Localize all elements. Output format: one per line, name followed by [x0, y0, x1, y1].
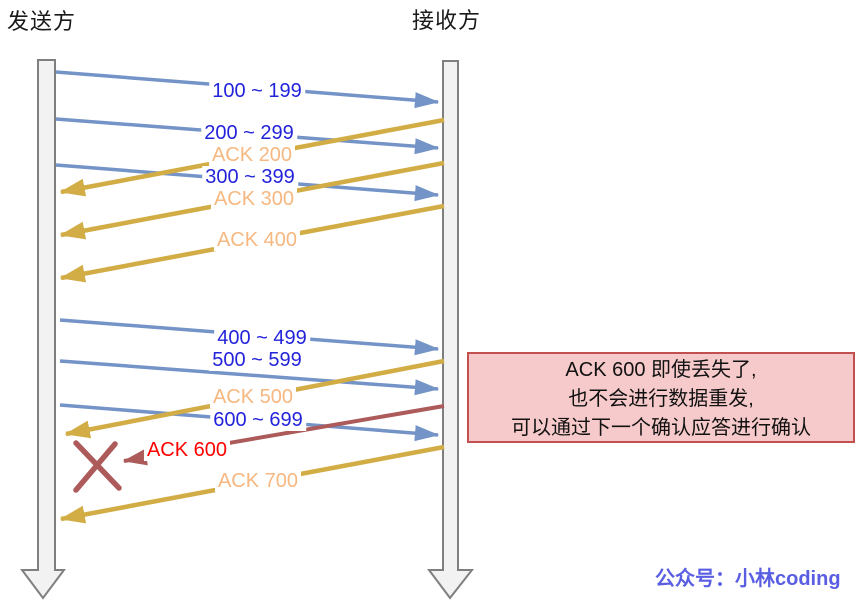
segment-arrow-500-599: [59, 359, 440, 396]
receiver-title: 接收方: [412, 8, 482, 33]
annotation-line-1: ACK 600 即使丢失了,: [565, 359, 757, 381]
ack-label-500: ACK 500: [209, 386, 297, 408]
ack-label-600-lost: ACK 600: [143, 439, 231, 461]
segment-label-100-199: 100 ~ 199: [209, 80, 305, 102]
ack-label-200: ACK 200: [208, 144, 296, 166]
watermark: 公众号：小林coding: [655, 568, 841, 590]
segment-label-200-299: 200 ~ 299: [201, 122, 297, 144]
segment-label-300-399: 300 ~ 399: [202, 166, 298, 188]
ack-label-300: ACK 300: [210, 188, 298, 210]
annotation-note: ACK 600 即使丢失了, 也不会进行数据重发, 可以通过下一个确认应答进行确…: [467, 352, 855, 443]
segment-label-600-699: 600 ~ 699: [210, 409, 306, 431]
segment-label-400-499: 400 ~ 499: [214, 327, 310, 349]
annotation-line-2: 也不会进行数据重发,: [568, 388, 754, 410]
ack-label-700: ACK 700: [214, 470, 302, 492]
segment-label-500-599: 500 ~ 599: [209, 349, 305, 371]
receiver-lifeline-arrow: [427, 60, 475, 600]
sender-title: 发送方: [7, 9, 77, 34]
ack-label-400: ACK 400: [213, 229, 301, 251]
annotation-line-3: 可以通过下一个确认应答进行确认: [511, 417, 811, 439]
sender-lifeline-arrow: [20, 59, 66, 600]
lost-x-mark: [73, 440, 122, 493]
